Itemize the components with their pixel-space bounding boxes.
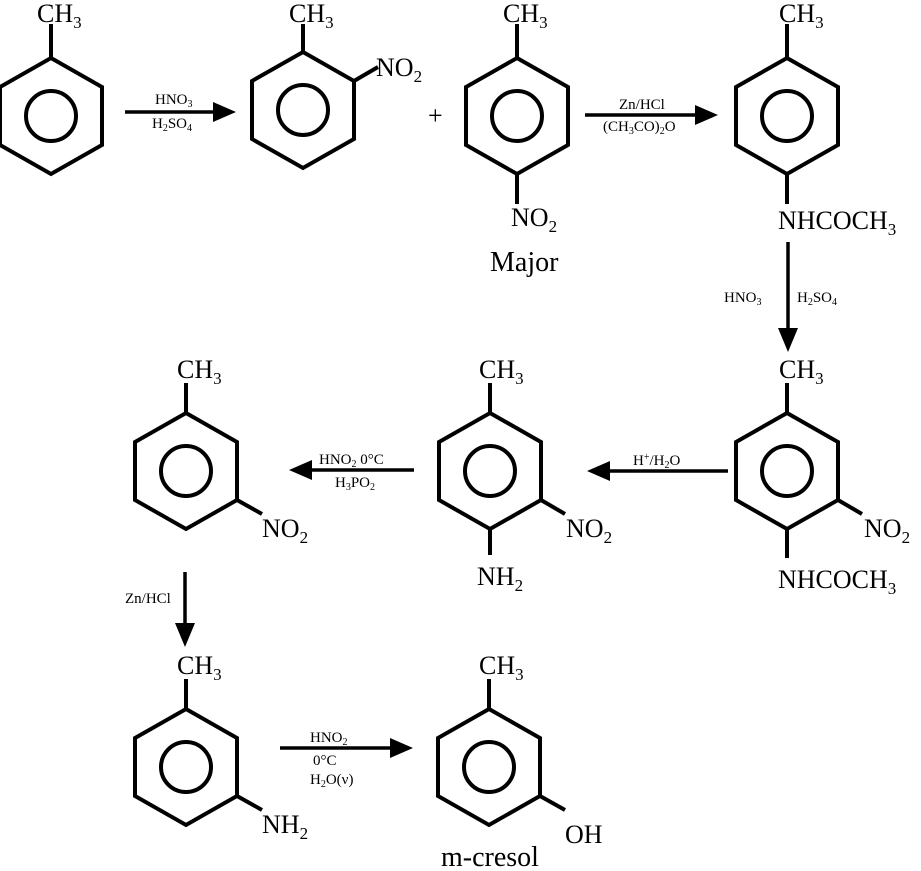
arrow-nitration-1: HNO3 H2SO4 xyxy=(125,92,236,134)
svg-text:(CH3CO)2O: (CH3CO)2O xyxy=(603,119,676,137)
m-toluidine: CH3 NH2 xyxy=(133,651,308,843)
arrow-nitration-2: HNO3 H2SO4 xyxy=(724,242,837,352)
arrow-reduction-2: Zn/HCl xyxy=(125,572,195,647)
svg-text:0°C: 0°C xyxy=(313,753,337,769)
m-cresol-label: m-cresol xyxy=(441,842,539,871)
svg-text:HNO3: HNO3 xyxy=(155,92,193,110)
plus-sign: + xyxy=(428,101,443,130)
svg-text:HNO3: HNO3 xyxy=(724,290,762,308)
o-nitrotoluene: CH3 NO2 xyxy=(250,0,422,171)
nitro-acetotoluidide: CH3 NO2 NHCOCH3 xyxy=(734,355,910,598)
svg-text:H+/H2O: H+/H2O xyxy=(633,452,680,471)
major-label: Major xyxy=(490,247,559,278)
svg-text:HNO2: HNO2 xyxy=(310,730,348,748)
svg-text:NO2: NO2 xyxy=(566,514,612,547)
svg-text:H2SO4: H2SO4 xyxy=(152,116,192,134)
arrow-deamination: HNO2 0°C H3PO2 xyxy=(289,452,414,493)
svg-text:Zn/HCl: Zn/HCl xyxy=(125,591,171,607)
svg-text:NO2: NO2 xyxy=(262,514,308,547)
m-cresol: CH3 OH m-cresol xyxy=(436,651,603,871)
svg-text:CH3: CH3 xyxy=(37,0,82,32)
arrow-diazotization-hydrolysis: HNO2 0°C H2O(ν) xyxy=(280,730,413,790)
svg-text:NO2: NO2 xyxy=(511,203,557,236)
svg-text:CH3: CH3 xyxy=(479,651,524,684)
m-nitrotoluene: CH3 NO2 xyxy=(133,355,308,547)
p-acetotoluidide: CH3 NHCOCH3 xyxy=(734,0,896,239)
arrow-hydrolysis: H+/H2O xyxy=(587,452,728,481)
svg-text:H2O(ν): H2O(ν) xyxy=(310,772,353,790)
arrow-reduction-acetylation: Zn/HCl (CH3CO)2O xyxy=(585,97,718,137)
svg-text:Zn/HCl: Zn/HCl xyxy=(619,97,665,113)
svg-text:NO2: NO2 xyxy=(376,53,422,86)
svg-text:CH3: CH3 xyxy=(779,355,824,388)
svg-text:OH: OH xyxy=(565,820,603,849)
svg-text:CH3: CH3 xyxy=(479,355,524,388)
svg-text:NH2: NH2 xyxy=(262,810,308,843)
svg-text:HNO2 0°C: HNO2 0°C xyxy=(319,452,384,470)
svg-text:NHCOCH3: NHCOCH3 xyxy=(778,206,896,239)
svg-text:CH3: CH3 xyxy=(779,0,824,32)
svg-text:H3PO2: H3PO2 xyxy=(335,475,375,493)
toluene: CH3 xyxy=(0,0,104,177)
methyl-nitroaniline: CH3 NO2 NH2 xyxy=(437,355,612,595)
svg-text:CH3: CH3 xyxy=(503,0,548,32)
svg-text:CH3: CH3 xyxy=(177,651,222,684)
p-nitrotoluene: CH3 NO2 Major xyxy=(464,0,570,278)
svg-text:NO2: NO2 xyxy=(864,514,910,547)
svg-text:CH3: CH3 xyxy=(289,0,334,32)
svg-text:H2SO4: H2SO4 xyxy=(797,290,837,308)
svg-text:CH3: CH3 xyxy=(177,355,222,388)
svg-text:NHCOCH3: NHCOCH3 xyxy=(778,565,896,598)
svg-text:NH2: NH2 xyxy=(477,562,523,595)
